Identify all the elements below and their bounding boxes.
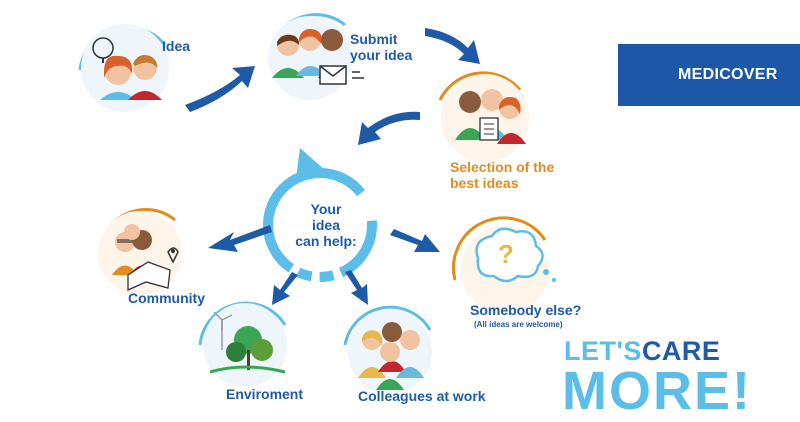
environment-trees-illustration [209, 311, 286, 374]
slogan-more: MORE! [562, 361, 752, 421]
process-arrows [185, 28, 480, 305]
step-idea-label: Idea [162, 38, 191, 54]
center-label: Your idea can help: [295, 201, 357, 250]
center-cycle-icon [263, 148, 377, 282]
submit-ring [268, 13, 352, 100]
arrow-to-colleagues [345, 270, 368, 305]
community-people-illustration [112, 224, 179, 292]
somebody-question-icon [475, 227, 556, 283]
slogan-care: CARE [641, 336, 721, 366]
arrow-to-community [208, 225, 272, 252]
arrow-submit-to-selection [425, 28, 480, 64]
medicover-logo-text: MEDICOVER [678, 66, 778, 83]
step-submit-label: Submit your idea [350, 31, 413, 64]
environment-label: Enviroment [226, 386, 304, 402]
medicover-logo: MEDICOVER [618, 44, 800, 106]
question-mark-icon: ? [498, 239, 514, 269]
arrow-selection-to-center [358, 111, 420, 145]
idea-people-illustration [92, 37, 162, 100]
colleagues-people-illustration [358, 322, 424, 390]
colleagues-label: Colleagues at work [358, 388, 486, 404]
somebody-note: (All ideas are welcome) [474, 320, 563, 329]
step-selection-label: Selection of the best ideas [450, 159, 555, 192]
slogan-top: LET'SCARE [564, 336, 720, 367]
selection-people-illustration [455, 89, 526, 144]
slogan-lets: LET'S [564, 336, 642, 366]
somebody-label: Somebody else? [470, 302, 582, 318]
community-label: Community [128, 290, 205, 306]
arrow-to-environment [272, 272, 298, 305]
arrow-idea-to-submit [185, 66, 255, 112]
submit-people-illustration [272, 29, 364, 85]
arrow-to-somebody [390, 229, 440, 252]
